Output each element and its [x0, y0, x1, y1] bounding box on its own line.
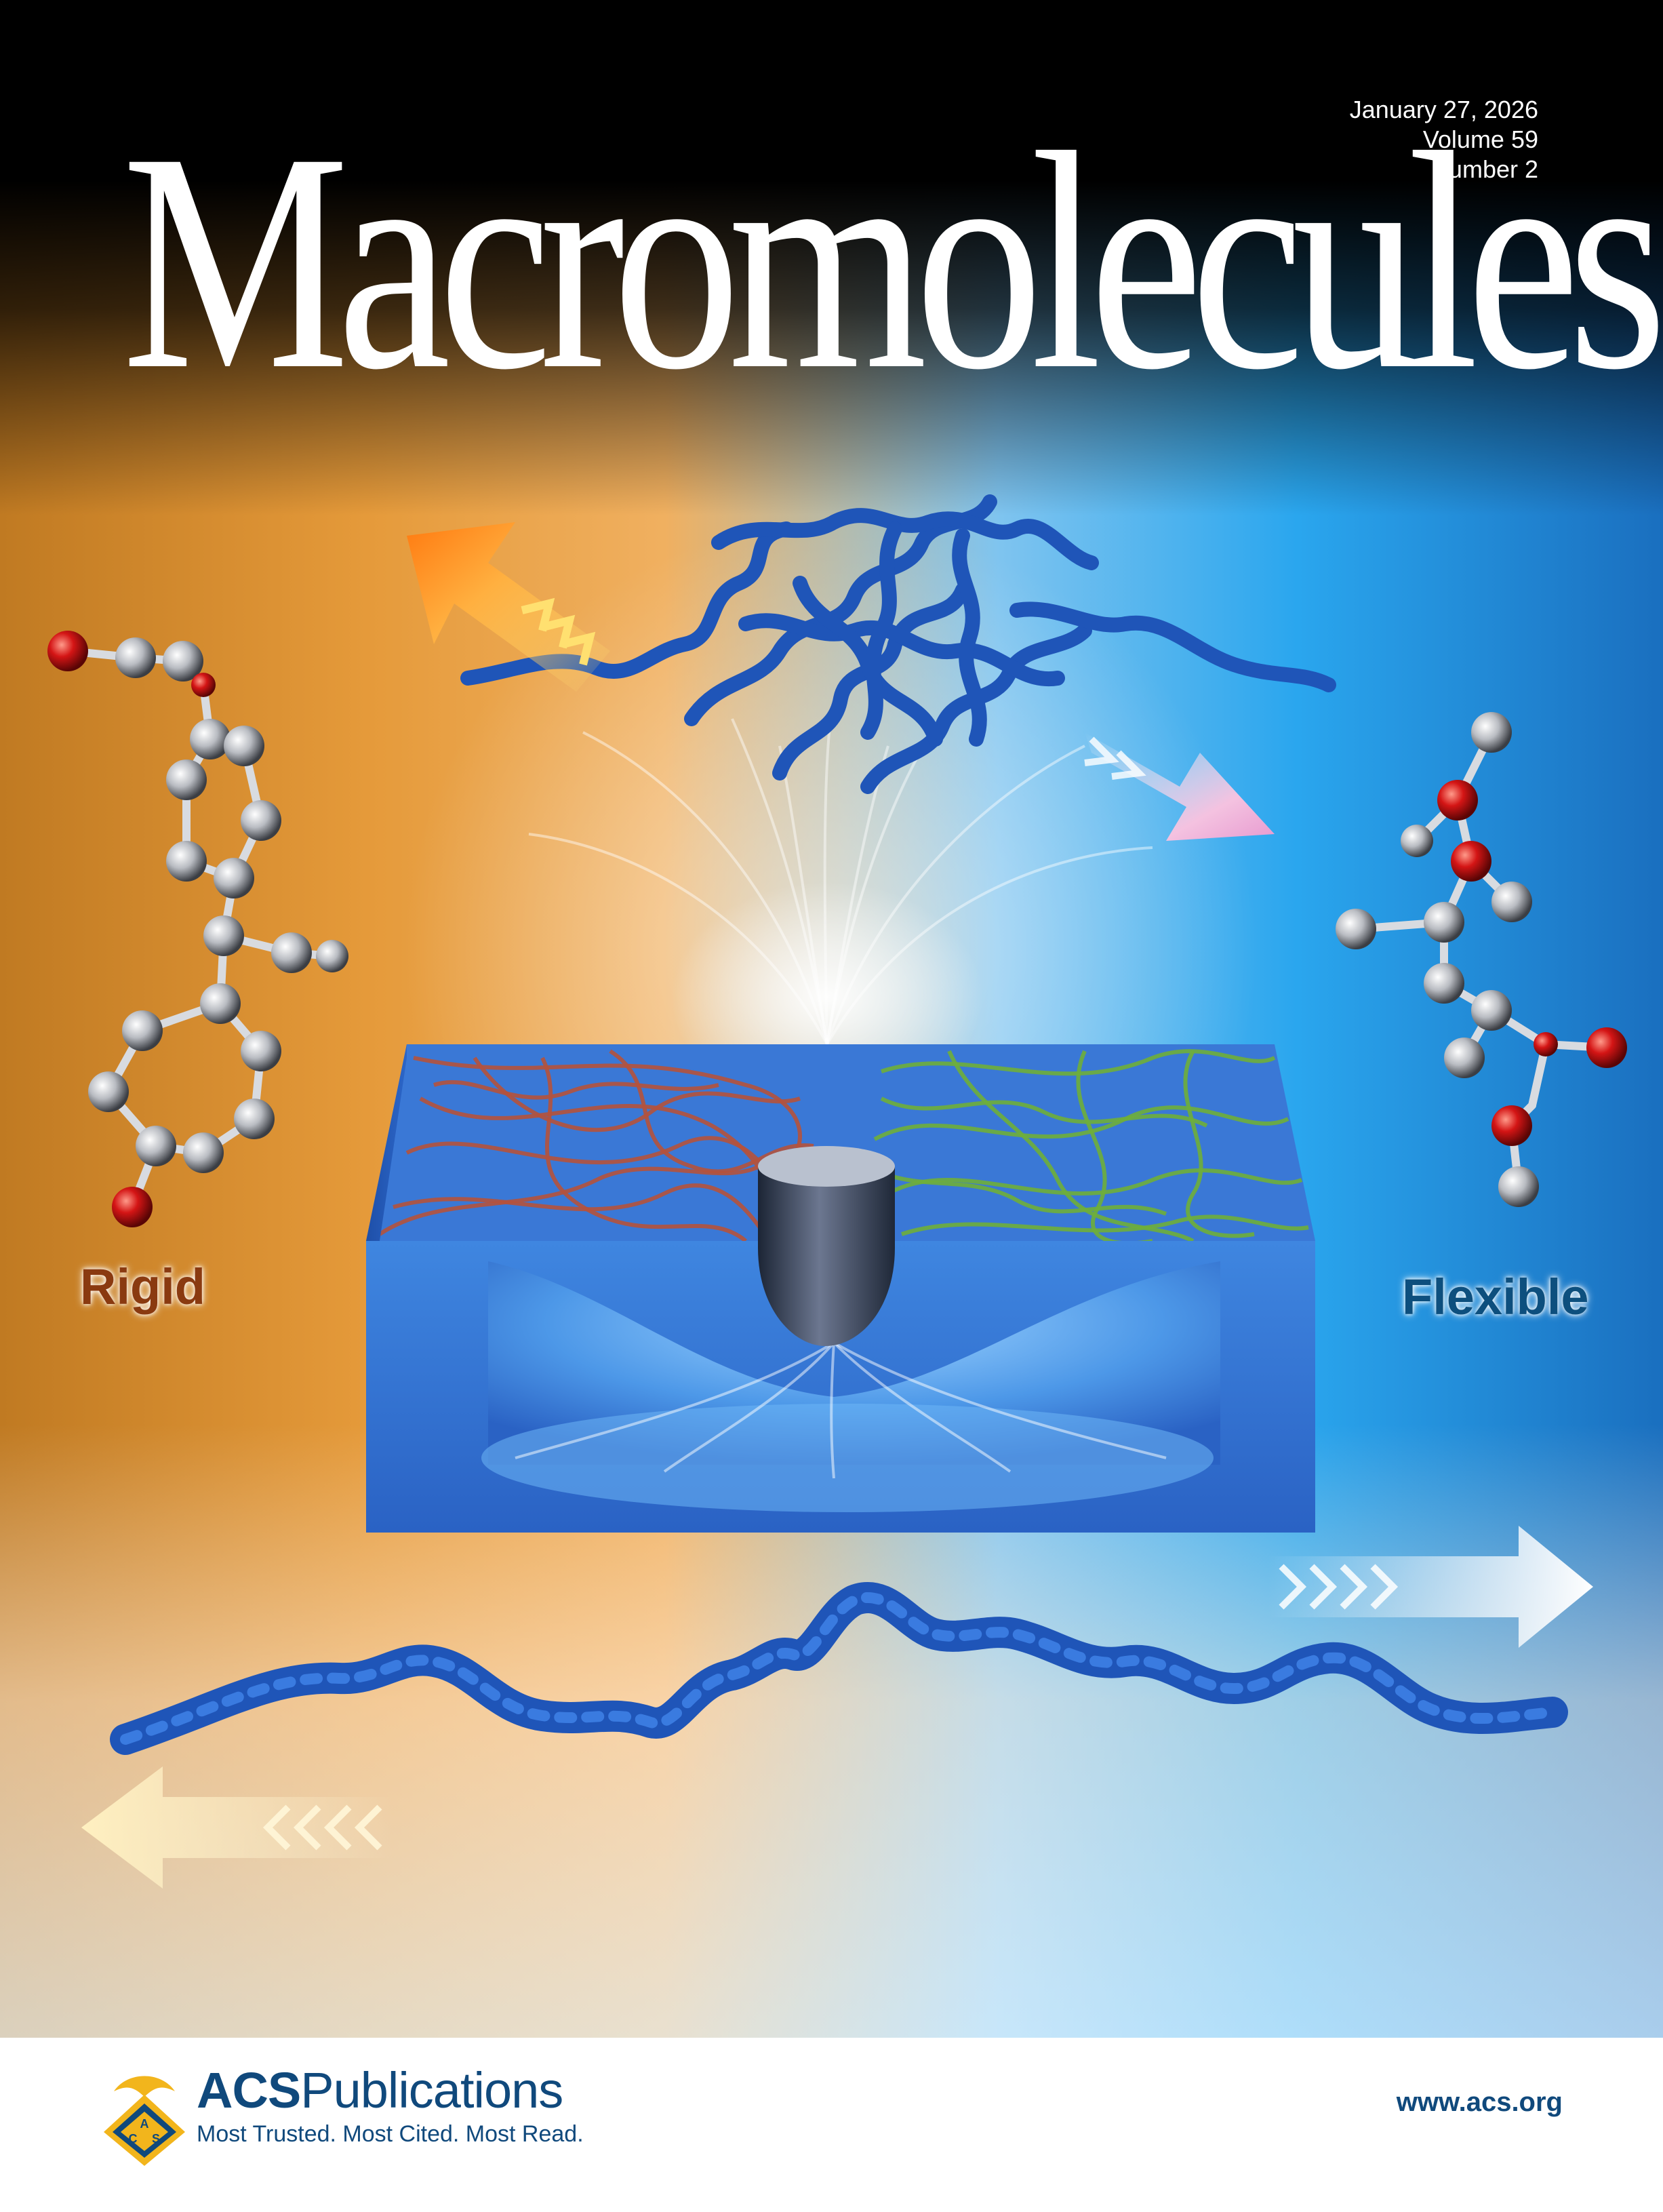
publisher-name-bold: ACS [197, 2062, 301, 2118]
logo-letter-s: S [152, 2132, 160, 2146]
top-dark-fade [0, 0, 1663, 515]
arrow-down-right-icon [1084, 732, 1275, 841]
acs-eagle-logo: A C S [104, 2076, 185, 2166]
publisher-name-rest: Publications [300, 2062, 563, 2118]
journal-title: Macromolecules [122, 88, 1663, 434]
publisher-tagline: Most Trusted. Most Cited. Most Read. [197, 2121, 584, 2147]
rigid-molecule [47, 631, 348, 1227]
flexible-label: Flexible [1402, 1269, 1589, 1325]
logo-letter-a: A [140, 2117, 149, 2131]
arrow-left-icon [81, 1766, 393, 1889]
polymer-chain [110, 1582, 1568, 1755]
cavity-floor [481, 1404, 1214, 1512]
publisher-url[interactable]: www.acs.org [1396, 2087, 1563, 2117]
light-rays-bottom [515, 1341, 1167, 1479]
issue-volume: Volume 59 [1422, 125, 1538, 153]
rigid-label: Rigid [80, 1259, 205, 1315]
cover-illustration [47, 494, 1627, 1889]
indenter-top [758, 1146, 895, 1187]
indenter-tip [758, 1166, 895, 1346]
polymer-coil [460, 494, 1336, 794]
arrow-right-icon [1268, 1526, 1593, 1648]
substrate-side [366, 1044, 407, 1241]
cover-footer [0, 2038, 1663, 2212]
arrow-up-left-icon [407, 522, 610, 692]
logo-letter-c: C [129, 2132, 138, 2146]
issue-date: January 27, 2026 [1349, 96, 1538, 123]
issue-number: Number 2 [1430, 155, 1538, 183]
publisher-name: ACSPublications [197, 2061, 563, 2119]
fiber-network-right [866, 1049, 1309, 1246]
flexible-molecule [1336, 712, 1627, 1207]
issue-info: January 27, 2026 Volume 59 Number 2 [1350, 95, 1538, 184]
